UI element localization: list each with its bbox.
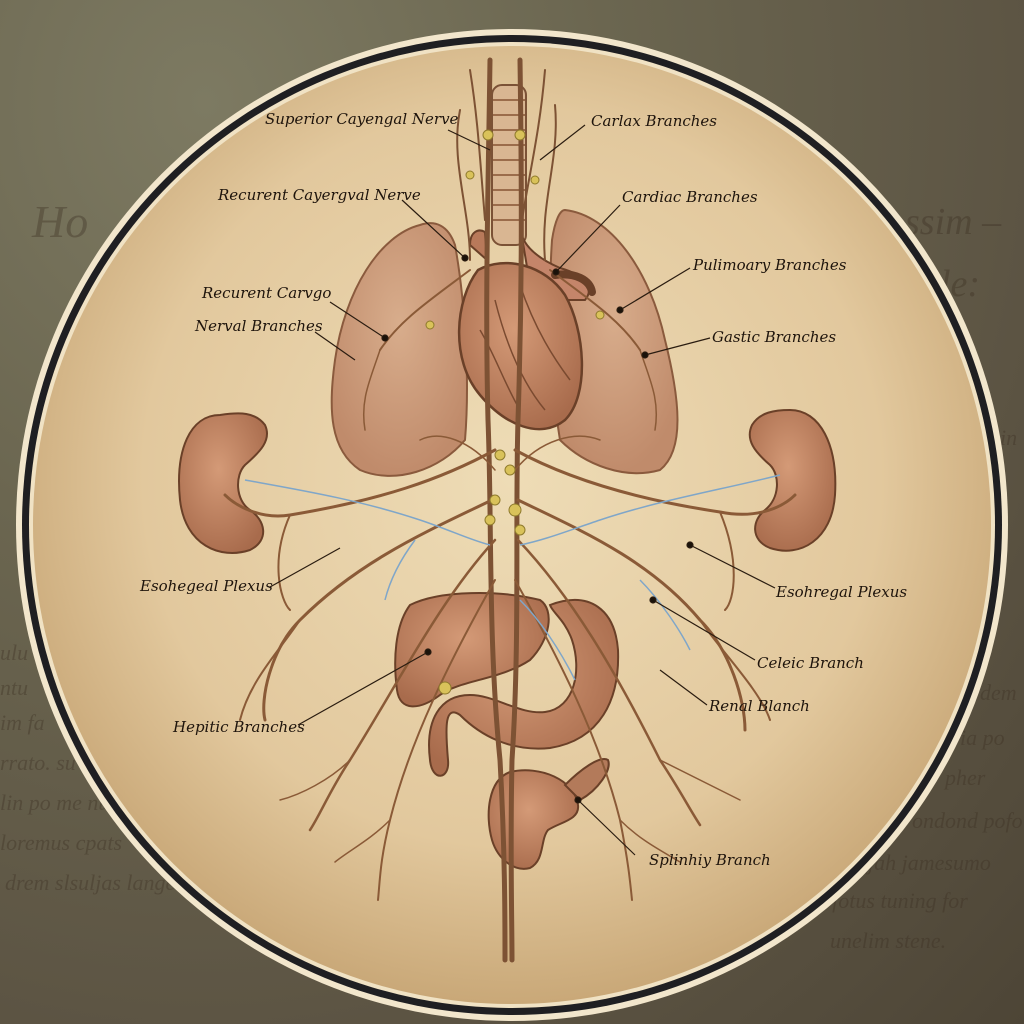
bg-left-line: lin po me nu bbox=[0, 790, 110, 815]
label-splenic-branch: Splinhiy Branch bbox=[649, 851, 771, 869]
label-superior-laryngeal-nerve: Superior Cayengal Nerve bbox=[265, 110, 459, 128]
bg-right-line: pher bbox=[945, 765, 986, 790]
bg-heading-right-1: ssim – bbox=[905, 201, 1002, 243]
label-esophageal-plexus-right: Esohregal Plexus bbox=[776, 583, 908, 601]
blue-vessels bbox=[244, 474, 781, 681]
bg-left-line: ulu bbox=[0, 640, 29, 665]
bg-left-line: drem slsuljas langer bbox=[5, 870, 184, 895]
bg-right-line: unelim stene. bbox=[830, 928, 947, 953]
bg-right-line: ia po bbox=[960, 725, 1005, 750]
right-kidney bbox=[748, 408, 837, 552]
leader-lines bbox=[269, 124, 776, 856]
left-lung bbox=[330, 222, 468, 477]
bg-right-line: in bbox=[1000, 425, 1018, 450]
label-celiac-branch: Celeic Branch bbox=[757, 654, 864, 672]
label-hepatic-branches: Hepitic Branches bbox=[173, 718, 305, 736]
label-pulmonary-branches: Pulimoary Branches bbox=[693, 256, 847, 274]
bg-left-line: im fa bbox=[0, 710, 45, 735]
label-cardiac-branches: Cardiac Branches bbox=[622, 188, 758, 206]
spleen bbox=[563, 758, 610, 802]
bg-right-line: dem bbox=[980, 680, 1017, 705]
label-gastric-branches: Gastic Branches bbox=[712, 328, 837, 346]
label-recurrent-line1: Recurent Carvgo bbox=[202, 284, 332, 302]
left-kidney bbox=[178, 412, 268, 554]
label-recurrent-line2: Nerval Branches bbox=[195, 317, 323, 335]
parchment-disc bbox=[33, 46, 991, 1004]
bg-left-line: ntu bbox=[0, 675, 29, 700]
label-recurrent-laryngeal-nerve: Recurent Cayergval Nerve bbox=[218, 186, 421, 204]
bg-left-line: loremus cpats bbox=[0, 830, 123, 855]
trachea bbox=[491, 84, 527, 246]
ganglia bbox=[425, 129, 605, 695]
bg-left-line: rrato. su bbox=[0, 750, 76, 775]
bg-heading-left: Ho bbox=[32, 196, 89, 247]
label-renal-branch: Renal Blanch bbox=[709, 697, 810, 715]
label-cardiac-top: Carlax Branches bbox=[591, 112, 717, 130]
label-esophageal-plexus-left: Esohegeal Plexus bbox=[140, 577, 273, 595]
bg-right-line: ondond pofo bbox=[912, 808, 1023, 833]
stomach bbox=[428, 599, 620, 777]
bg-right-line: jah jamesumo bbox=[868, 850, 991, 875]
nerve-branches bbox=[223, 269, 797, 901]
